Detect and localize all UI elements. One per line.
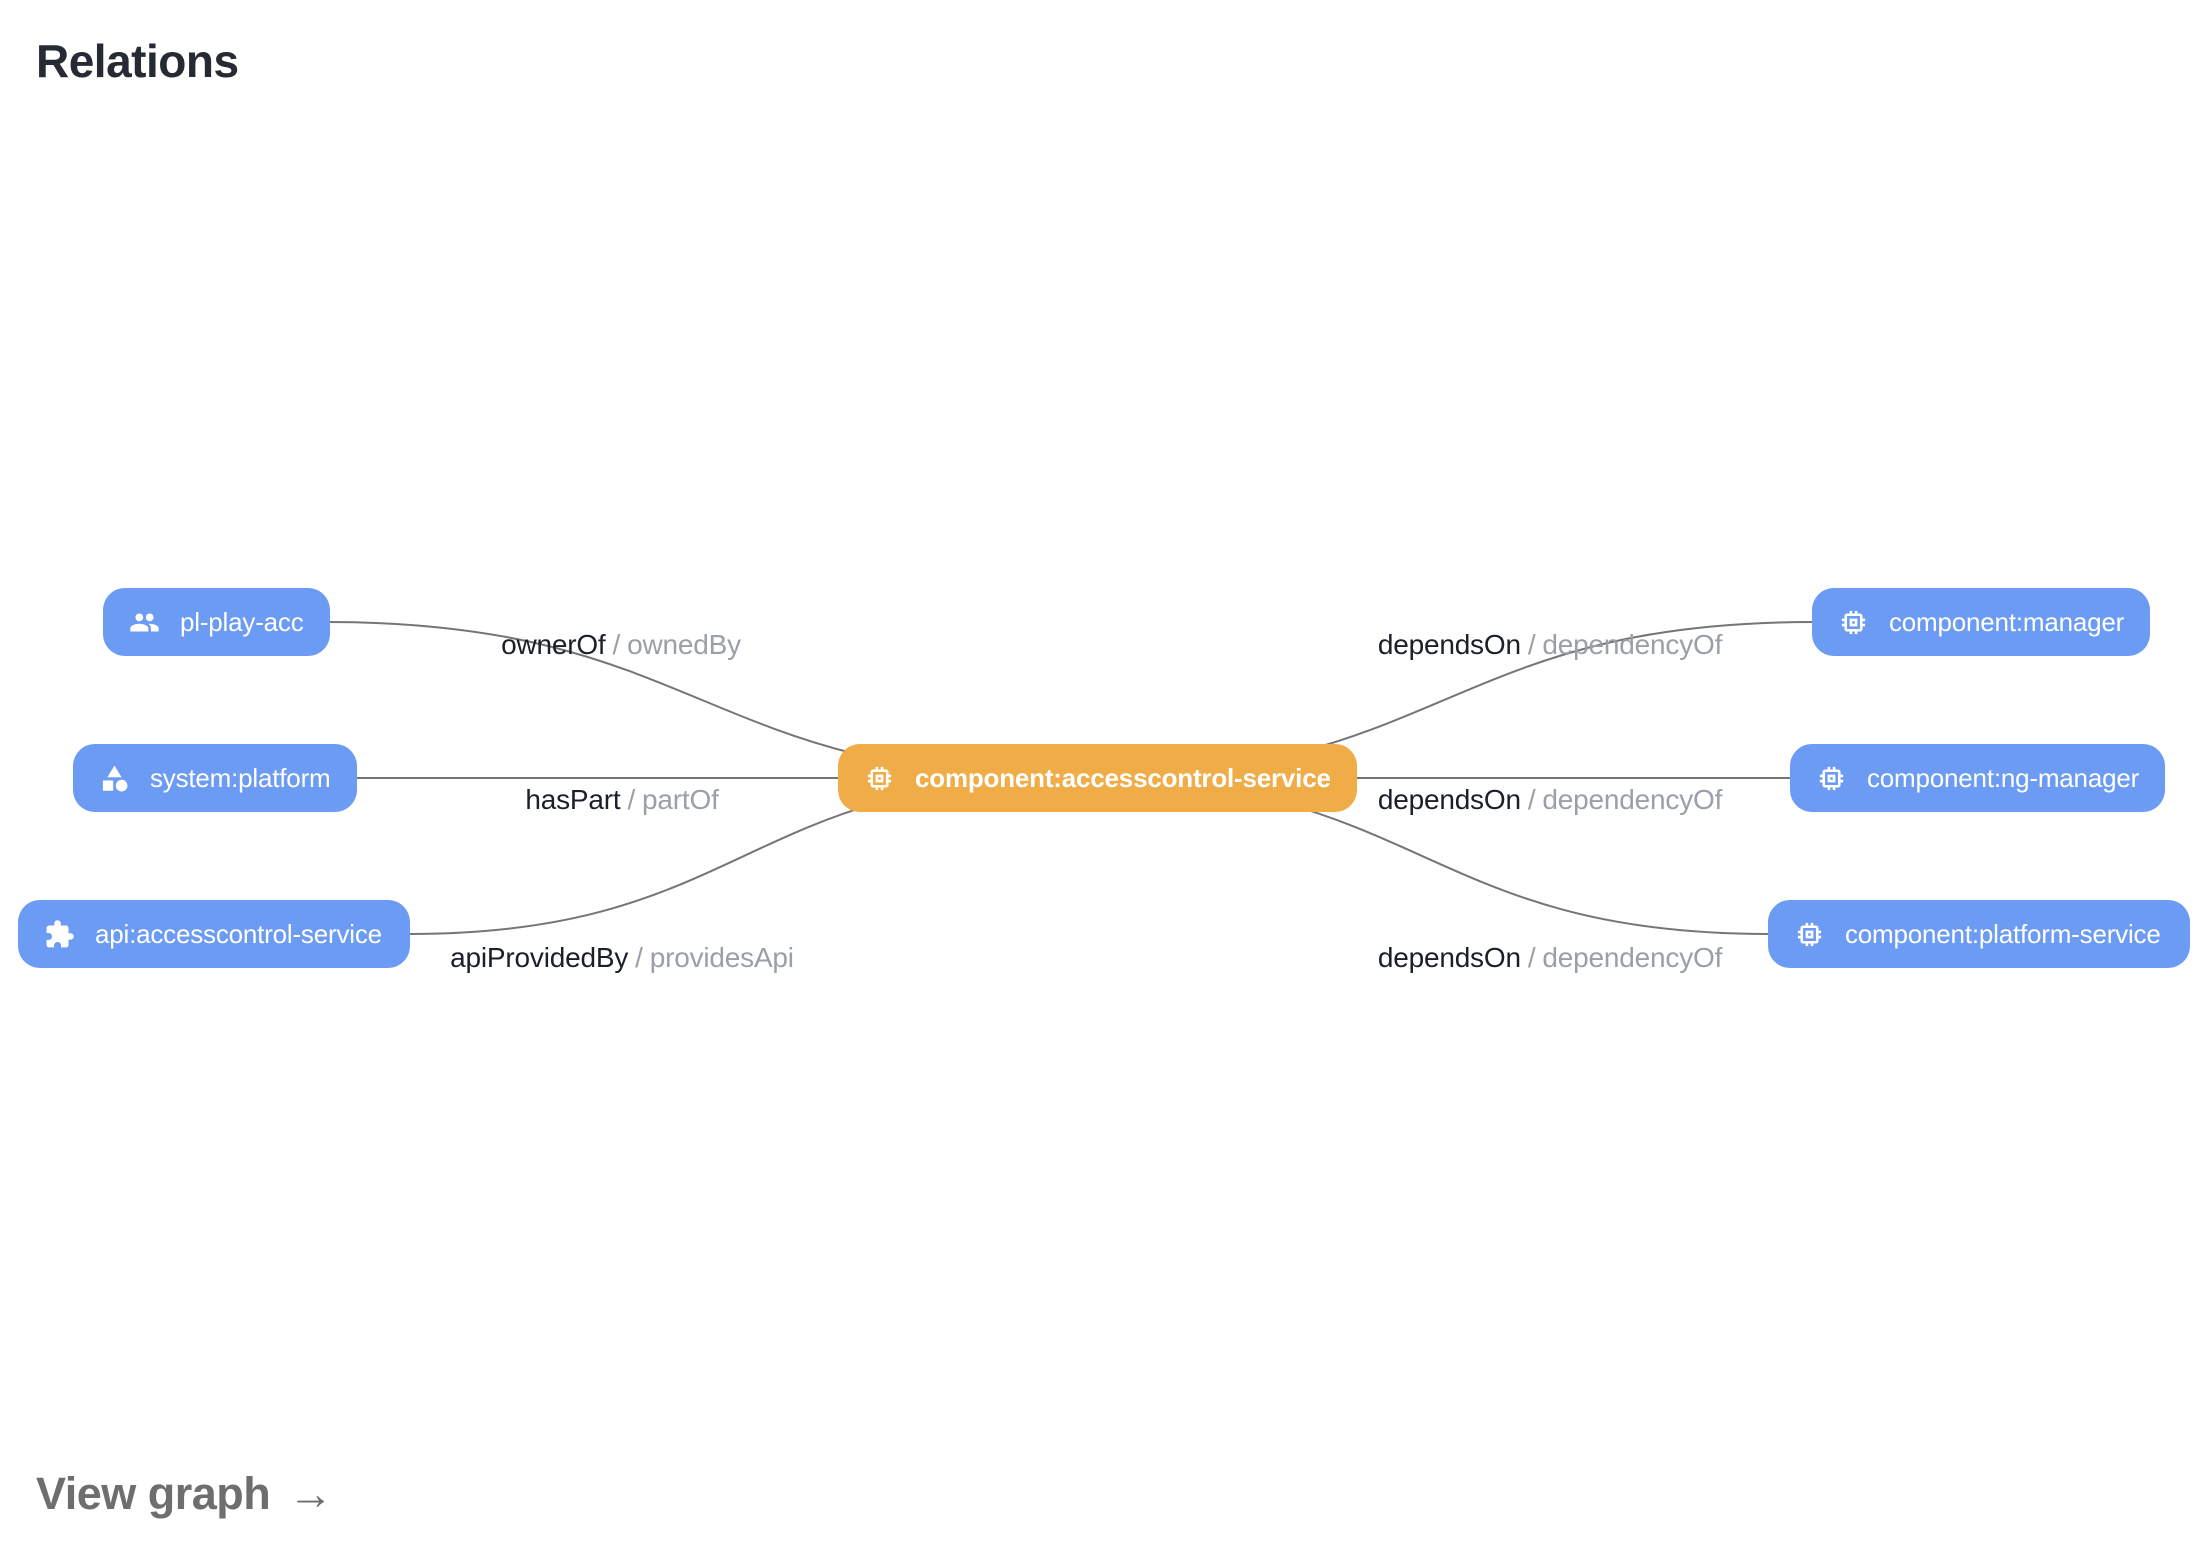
puzzle-icon [44, 919, 75, 950]
entity-chip-label: component:platform-service [1845, 918, 2161, 949]
view-graph-label: View graph [36, 1468, 271, 1519]
page-title: Relations [36, 35, 239, 87]
relation-label-apiprovidedby: apiProvidedBy/providesApi [450, 942, 794, 973]
entity-chip-pl-play-acc[interactable]: pl-play-acc [103, 588, 330, 656]
entity-chip-system-platform[interactable]: system:platform [73, 744, 357, 812]
entity-chip-api-accesscontrol-service[interactable]: api:accesscontrol-service [18, 900, 410, 968]
entity-chip-component-ng-manager[interactable]: component:ng-manager [1790, 744, 2166, 812]
chip-icon [1816, 763, 1847, 794]
relation-label-dependson-3: dependsOn/dependencyOf [1377, 942, 1723, 973]
relation-label-dependson-1: dependsOn/dependencyOf [1377, 629, 1723, 660]
entity-chip-label: component:ng-manager [1867, 762, 2140, 793]
relation-label-dependson-2: dependsOn/dependencyOf [1377, 784, 1723, 815]
entity-chip-label: component:manager [1889, 606, 2125, 637]
entity-chip-label: component:accesscontrol-service [915, 762, 1331, 793]
category-icon [99, 763, 130, 794]
entity-chip-label: pl-play-acc [180, 606, 304, 637]
chip-icon [1838, 607, 1869, 638]
group-icon [129, 607, 160, 638]
chip-icon [1794, 919, 1825, 950]
entity-chip-component-platform-service[interactable]: component:platform-service [1768, 900, 2190, 968]
chip-icon [864, 763, 895, 794]
entity-chip-component-manager[interactable]: component:manager [1812, 588, 2151, 656]
relation-label-ownerof: ownerOf/ownedBy [501, 629, 741, 660]
relation-label-haspart: hasPart/partOf [525, 784, 719, 815]
entity-chip-component-accesscontrol-service[interactable]: component:accesscontrol-service [838, 744, 1357, 812]
entity-chip-label: api:accesscontrol-service [95, 918, 382, 949]
entity-chip-label: system:platform [150, 762, 331, 793]
arrow-right-icon: → [288, 1468, 333, 1519]
view-graph-link[interactable]: View graph → [36, 1468, 333, 1520]
